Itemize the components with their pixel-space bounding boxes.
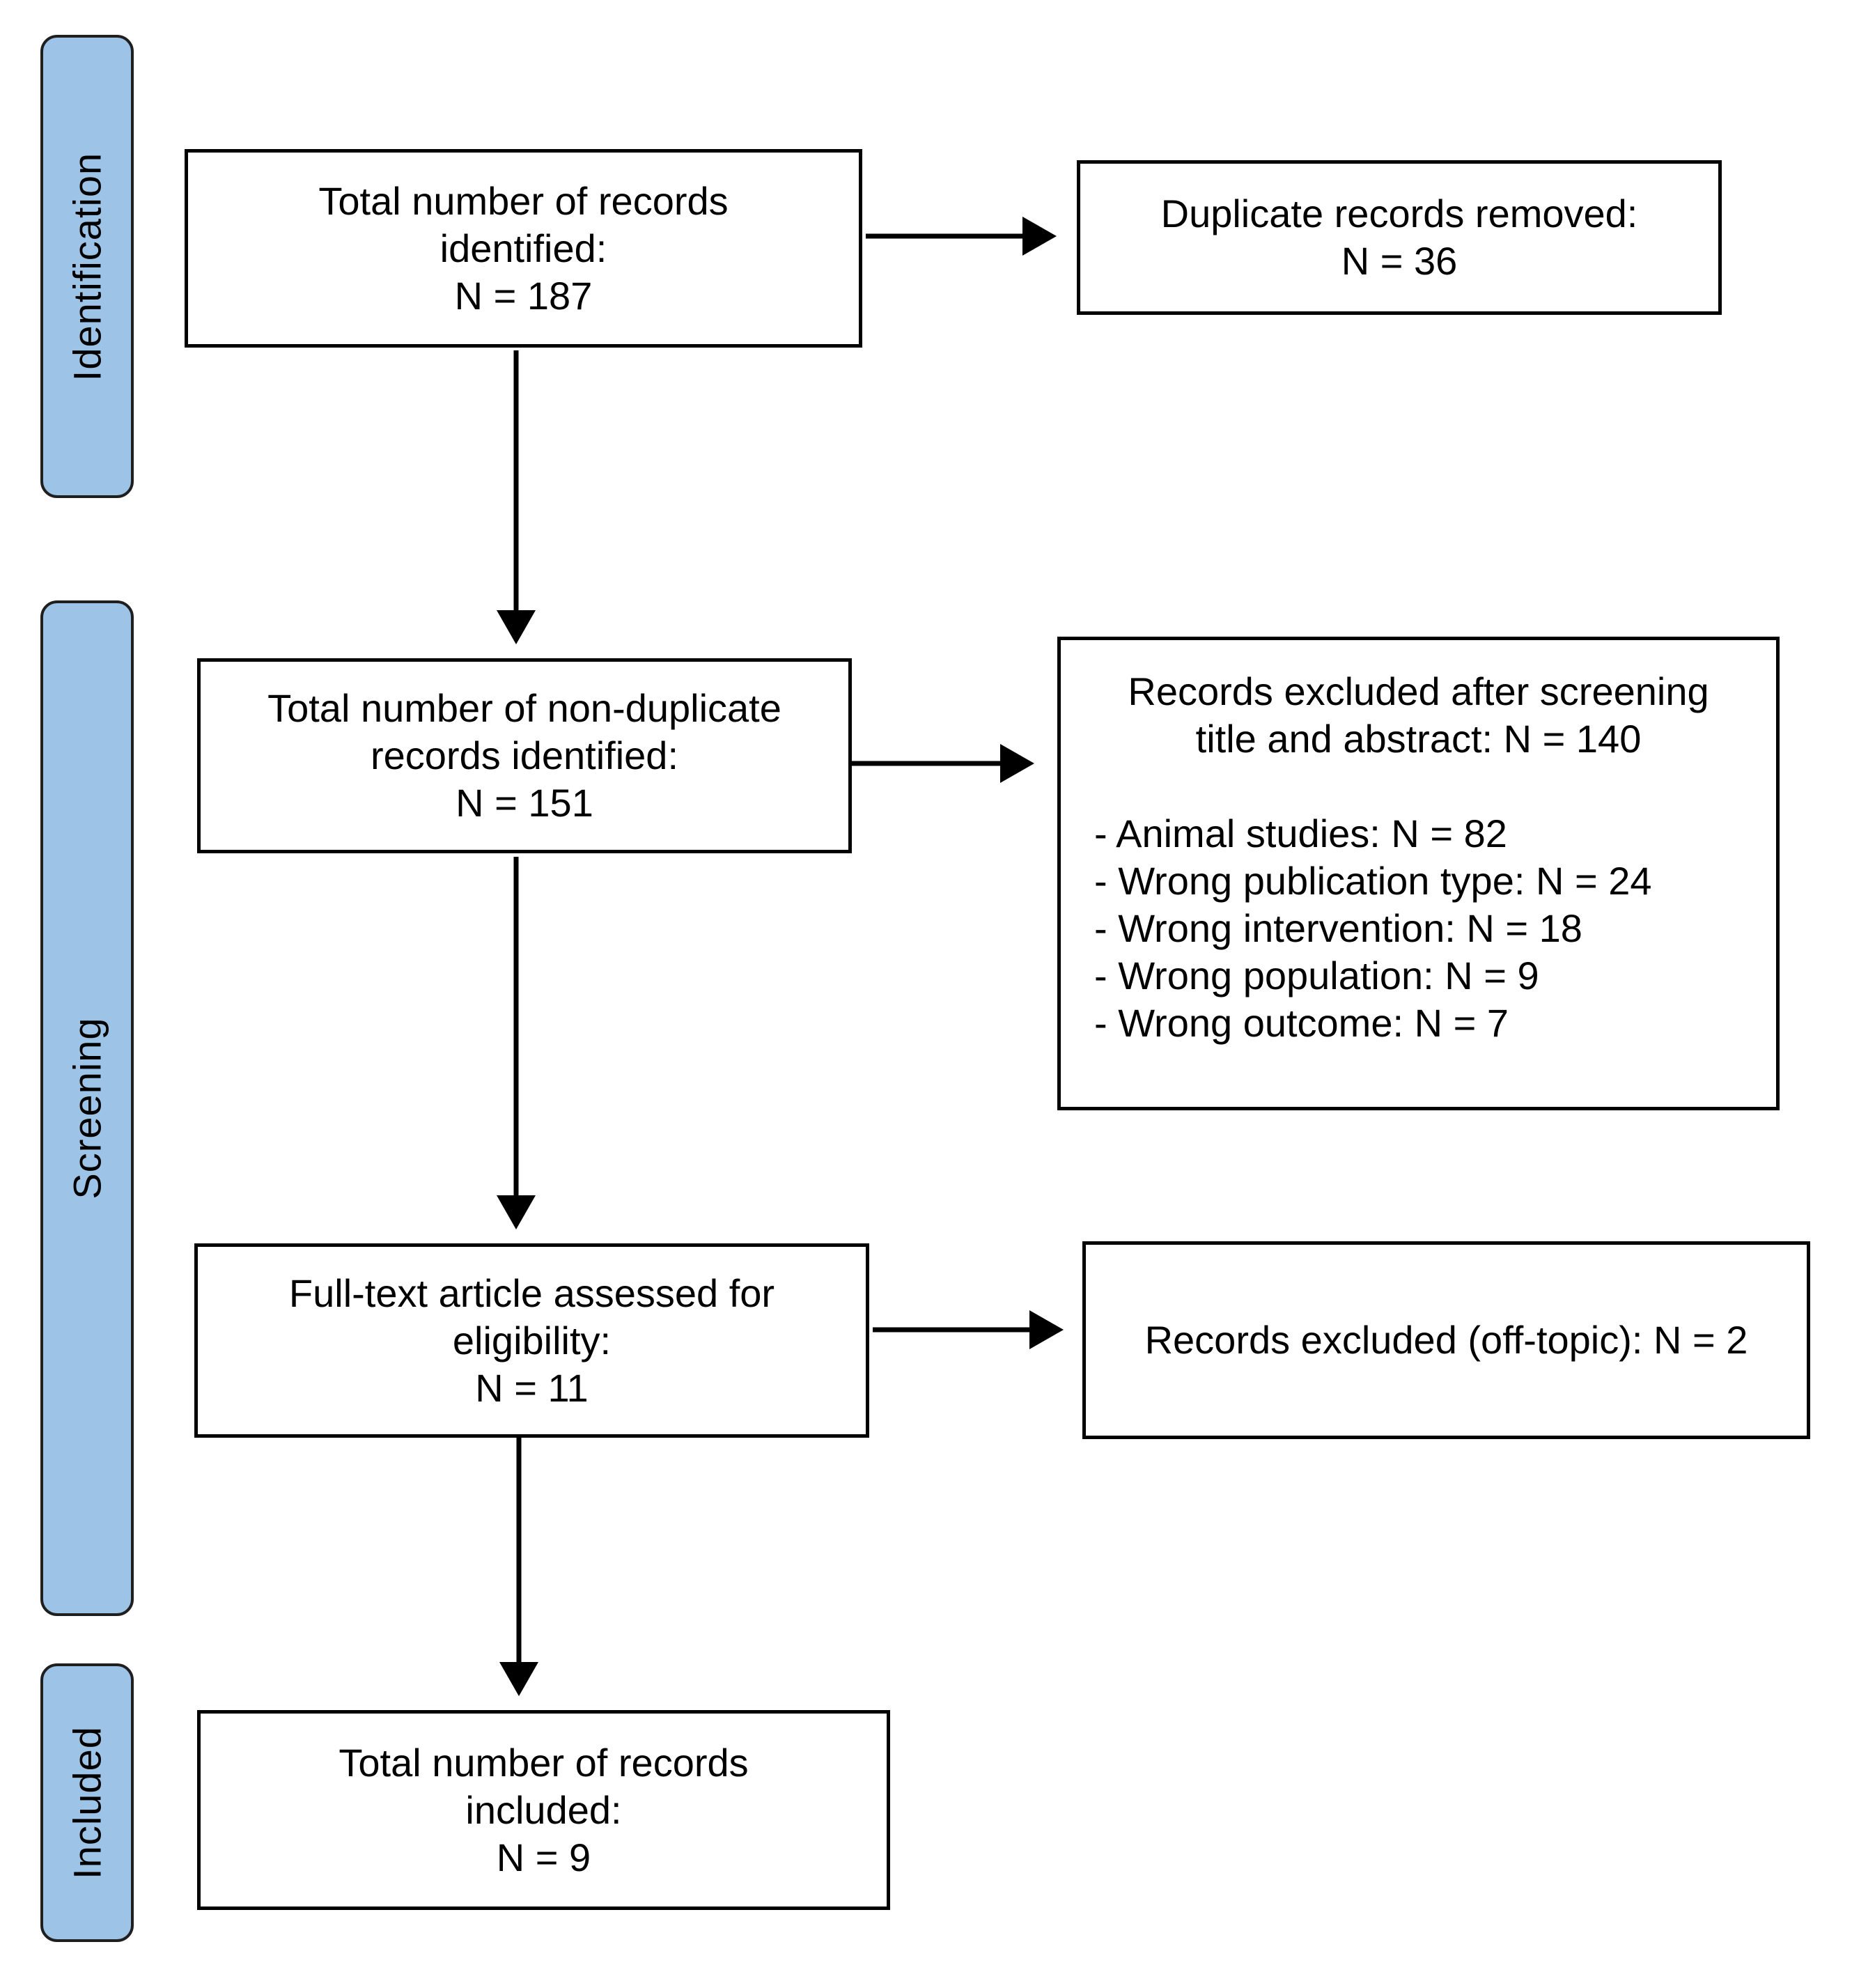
nonduplicate-line1: Total number of non-duplicate (267, 686, 781, 730)
box-records-included: Total number of records included: N = 9 (197, 1710, 890, 1910)
box-excluded-after-screening: Records excluded after screening title a… (1057, 637, 1780, 1110)
duplicates-count: N = 36 (1341, 239, 1458, 283)
excluded-screening-line2: title and abstract: N = 140 (1195, 717, 1642, 761)
identified-count: N = 187 (454, 273, 593, 318)
box-excluded-off-topic: Records excluded (off-topic): N = 2 (1082, 1241, 1810, 1439)
fulltext-line1: Full-text article assessed for (288, 1271, 775, 1315)
duplicates-line1: Duplicate records removed: (1160, 192, 1638, 235)
box-non-duplicate-records: Total number of non-duplicate records id… (197, 658, 852, 853)
fulltext-count: N = 11 (475, 1365, 589, 1410)
nonduplicate-count: N = 151 (456, 781, 593, 825)
included-count: N = 9 (496, 1835, 591, 1879)
reason-item: - Wrong intervention: N = 18 (1094, 906, 1582, 950)
included-line1: Total number of records (339, 1740, 749, 1785)
box-records-identified: Total number of records identified: N = … (185, 149, 862, 348)
fulltext-line2: eligibility: (452, 1318, 612, 1362)
identified-line1: Total number of records (318, 178, 729, 223)
reason-item: - Animal studies: N = 82 (1094, 811, 1507, 855)
exclusion-reasons-list: - Animal studies: N = 82 - Wrong publica… (1094, 810, 1652, 1047)
box-duplicates-removed: Duplicate records removed: N = 36 (1077, 160, 1722, 315)
reason-item: - Wrong population: N = 9 (1094, 954, 1539, 997)
phase-included: Included (40, 1663, 134, 1942)
nonduplicate-line2: records identified: (370, 733, 678, 777)
excluded-screening-line1: Records excluded after screening (1128, 669, 1709, 713)
identified-line2: identified: (439, 226, 607, 270)
included-line2: included: (465, 1787, 622, 1832)
reason-item: - Wrong outcome: N = 7 (1094, 1001, 1509, 1045)
box-full-text-assessed: Full-text article assessed for eligibili… (194, 1243, 869, 1438)
offtopic-line1: Records excluded (off-topic): N = 2 (1144, 1318, 1748, 1362)
reason-item: - Wrong publication type: N = 24 (1094, 859, 1652, 903)
phase-screening: Screening (40, 600, 134, 1616)
phase-identification: Identification (40, 35, 134, 498)
